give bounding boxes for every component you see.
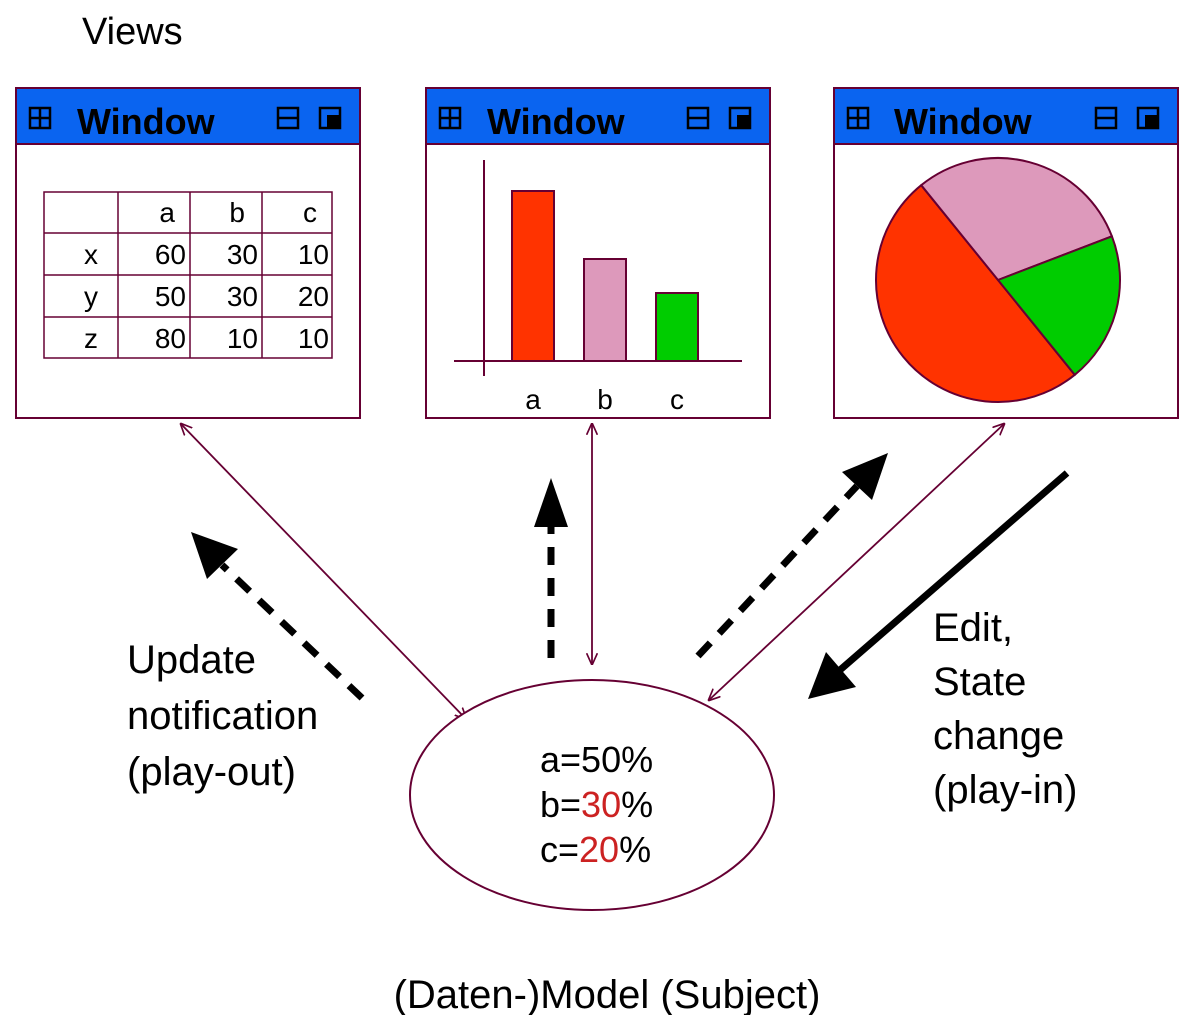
table-header-c: c	[303, 197, 317, 228]
bar-a	[511, 190, 555, 362]
window-title: Window	[77, 101, 216, 142]
update-arrow-left	[191, 532, 365, 701]
bar-c	[655, 292, 699, 362]
window-title: Window	[894, 101, 1033, 142]
data-table: a b c x 60 30 10 y 50 30 20 z 80 10 10	[43, 191, 333, 359]
table-row-label: x	[84, 239, 98, 270]
window-titlebar[interactable]	[833, 87, 1179, 145]
connector-pie-model	[709, 424, 1004, 700]
bar-b	[583, 258, 627, 362]
window-menu-icon[interactable]	[28, 106, 52, 130]
window-title: Window	[487, 101, 626, 142]
table-header-a: a	[159, 197, 175, 228]
x-tick-label: a	[525, 384, 541, 415]
window-pie-chart: Window	[833, 87, 1179, 419]
window-table: Window a b c x 60 30 10 y 50 30	[15, 87, 361, 419]
window-bar-chart: Window a b c	[425, 87, 771, 419]
edit-state-change-label: Edit, State change (play-in)	[933, 606, 1077, 812]
x-tick-label: b	[597, 384, 613, 415]
label-line: State	[933, 660, 1026, 704]
label-line: Edit,	[933, 606, 1013, 650]
maximize-icon[interactable]	[728, 106, 752, 130]
model-value-b: b=30%	[540, 784, 653, 825]
table-cell: 10	[298, 323, 329, 354]
table-cell: 60	[155, 239, 186, 270]
connector-table-model	[181, 424, 466, 719]
minimize-icon[interactable]	[276, 106, 300, 130]
update-arrow-center	[534, 478, 568, 658]
table-cell: 20	[298, 281, 329, 312]
window-titlebar[interactable]	[425, 87, 771, 145]
maximize-icon[interactable]	[318, 106, 342, 130]
pie-slice-a	[875, 184, 1076, 403]
label-line: notification	[127, 694, 318, 738]
update-notification-label: Update notification (play-out)	[127, 638, 329, 794]
window-menu-icon[interactable]	[846, 106, 870, 130]
table-cell: 10	[298, 239, 329, 270]
minimize-icon[interactable]	[1094, 106, 1118, 130]
bar-chart: a b c	[454, 160, 742, 415]
model-caption: (Daten-)Model (Subject)	[394, 973, 821, 1015]
update-arrow-right	[695, 453, 888, 659]
label-line: (play-out)	[127, 750, 296, 794]
maximize-icon[interactable]	[1136, 106, 1160, 130]
table-header-b: b	[229, 197, 245, 228]
window-titlebar[interactable]	[15, 87, 361, 145]
pie-chart	[875, 156, 1122, 403]
table-cell: 10	[227, 323, 258, 354]
window-menu-icon[interactable]	[438, 106, 462, 130]
views-label: Views	[82, 11, 183, 53]
edit-arrow	[808, 470, 1070, 699]
model-ellipse	[409, 679, 775, 911]
label-line: Update	[127, 638, 256, 682]
table-row-label: y	[84, 281, 98, 312]
pie-slice-b	[920, 156, 1113, 281]
table-cell: 30	[227, 281, 258, 312]
label-line: (play-in)	[933, 768, 1077, 812]
table-row-label: z	[84, 323, 98, 354]
minimize-icon[interactable]	[686, 106, 710, 130]
table-cell: 80	[155, 323, 186, 354]
model-value-c: c=20%	[540, 829, 651, 870]
table-cell: 30	[227, 239, 258, 270]
model-value-a: a=50%	[540, 739, 653, 780]
pie-slice-c	[997, 235, 1122, 376]
label-line: change	[933, 714, 1064, 758]
x-tick-label: c	[670, 384, 684, 415]
table-cell: 50	[155, 281, 186, 312]
